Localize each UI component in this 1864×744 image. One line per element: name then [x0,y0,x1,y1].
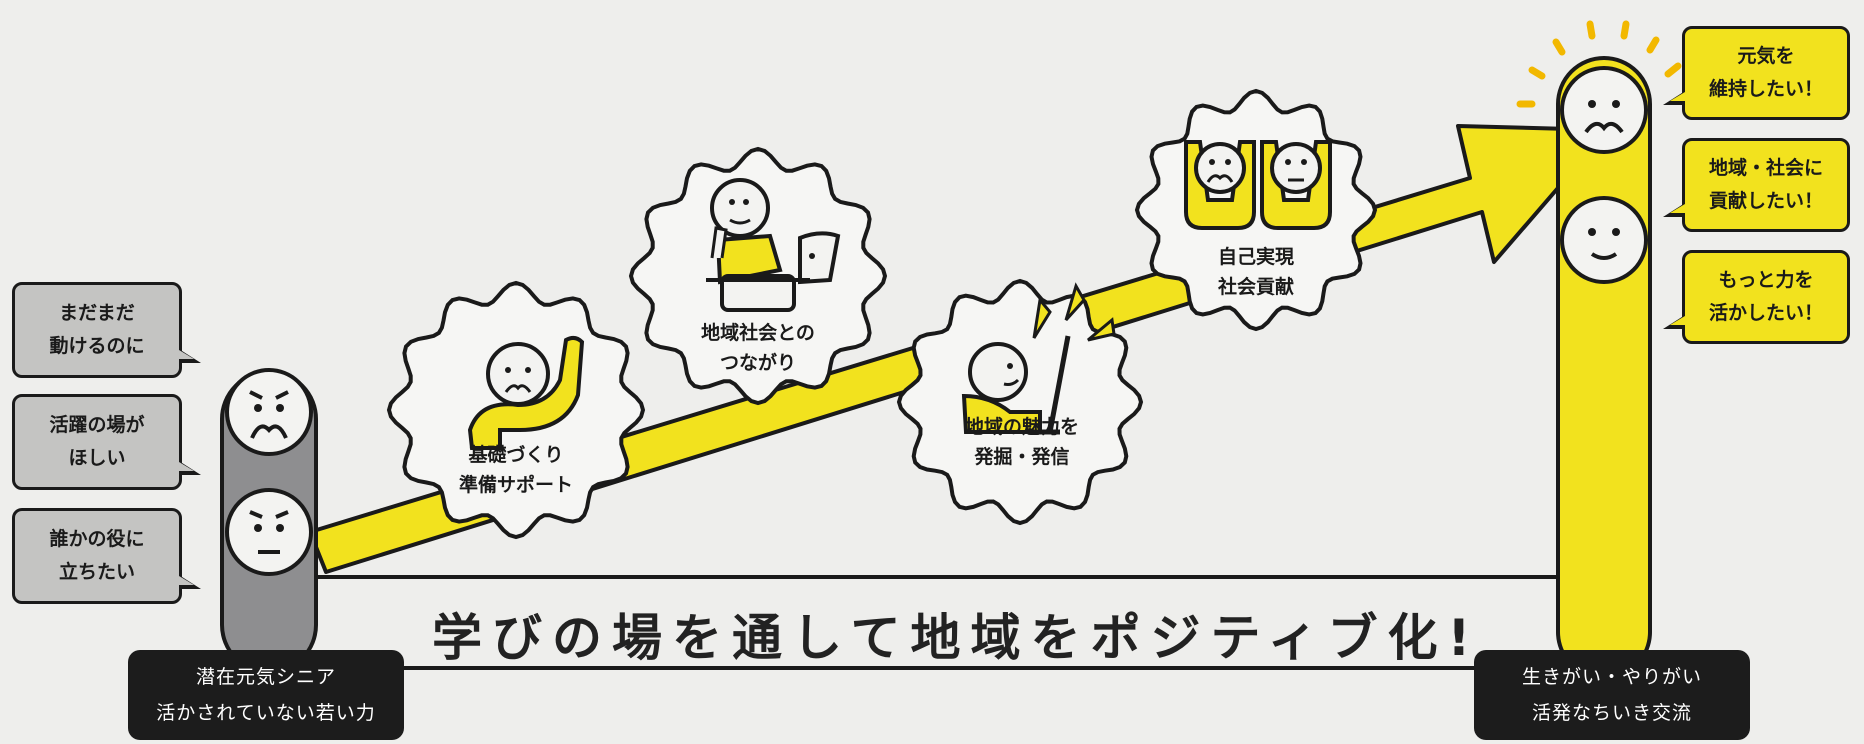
speech-bubble-right-1: 元気を 維持したい！ [1663,26,1850,120]
speech-bubble-left-1: まだまだ 動けるのに [12,282,201,378]
step-line: 基礎づくり [468,444,564,466]
bubble-text: まだまだ 動けるのに [49,302,145,357]
label-line: 活かされていない若い力 [156,702,376,724]
step-line: 準備サポート [458,474,573,496]
happy-face-icon [1560,66,1648,154]
sparkle-icon [1516,20,1682,108]
speech-bubble-right-3: もっと力を 活かしたい！ [1663,250,1850,344]
step-4-text: 自己実現 社会貢献 [1146,242,1366,302]
worried-face-icon [225,488,313,576]
slogan: 学びの場を通して地域をポジティブ化! [432,609,1481,667]
laptop-person-icon [961,282,1116,435]
cheering-people-icon [1184,140,1332,230]
speech-bubble-right-2: 地域・社会に 貢献したい！ [1663,138,1850,232]
left-label: 潜在元気シニア 活かされていない若い力 [128,650,404,740]
smile-face-icon [1560,196,1648,284]
speech-bubble-left-3: 誰かの役に 立ちたい [12,508,201,604]
step-1-text: 基礎づくり 準備サポート [406,440,626,500]
bubble-text: 地域・社会に 貢献したい！ [1708,157,1823,212]
step-2-text: 地域社会との つながり [648,318,868,378]
left-pillar [220,368,318,674]
raised-hand-person-icon [467,335,585,450]
step-line: 地域の魅力を [964,416,1079,438]
step-line: 社会貢献 [1217,276,1294,298]
cooking-people-icon [706,178,841,312]
step-line: 地域社会との [701,322,815,344]
label-line: 生きがい・やりがい [1521,666,1702,688]
worried-face-icon [225,368,313,456]
step-line: つながり [719,352,796,374]
bubble-text: 元気を 維持したい！ [1708,45,1823,100]
step-line: 自己実現 [1217,246,1294,268]
label-line: 潜在元気シニア [195,666,336,688]
step-3-text: 地域の魅力を 発掘・発信 [912,412,1132,472]
right-pillar [1516,20,1682,680]
right-label: 生きがい・やりがい 活発なちいき交流 [1474,650,1750,740]
label-line: 活発なちいき交流 [1531,702,1692,724]
bubble-text: 誰かの役に 立ちたい [49,528,145,583]
bubble-text: 活躍の場が ほしい [49,414,145,469]
bubble-text: もっと力を 活かしたい！ [1708,269,1823,324]
speech-bubble-left-2: 活躍の場が ほしい [12,394,201,490]
step-line: 発掘・発信 [974,446,1070,468]
